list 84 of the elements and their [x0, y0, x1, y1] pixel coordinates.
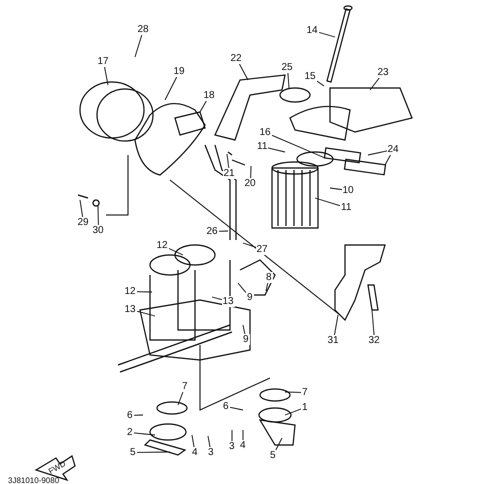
leader-line	[134, 414, 144, 416]
leader-line	[384, 154, 391, 166]
callout-number: 6	[222, 400, 230, 412]
leader-line	[368, 150, 388, 156]
callout-number: 32	[368, 334, 381, 346]
leader-line	[168, 248, 184, 256]
callout-number: 11	[256, 140, 268, 152]
leader-line	[318, 32, 336, 38]
callout-number: 2	[126, 426, 134, 438]
leader-line	[136, 310, 156, 316]
callout-number: 14	[306, 24, 319, 36]
leader-line	[136, 291, 152, 292]
leader-line	[284, 392, 302, 393]
callout-number: 7	[301, 386, 309, 398]
leader-line	[218, 230, 228, 232]
leader-line	[266, 282, 268, 292]
callout-number: 4	[191, 446, 199, 458]
callout-number: 12	[124, 286, 137, 296]
leader-line	[134, 34, 142, 58]
callout-number: 28	[136, 24, 150, 34]
leader-line	[238, 282, 246, 294]
callout-number: 18	[202, 90, 216, 100]
callout-number: 19	[172, 66, 186, 76]
leader-line	[250, 166, 252, 178]
leader-line	[208, 436, 210, 448]
leader-line	[239, 64, 248, 80]
callout-number: 23	[376, 66, 390, 78]
leader-line	[242, 242, 256, 248]
callout-number: 12	[156, 240, 169, 250]
part-number: 3J81010-9080	[8, 476, 60, 484]
callout-number: 8	[265, 272, 273, 282]
leader-line	[212, 296, 222, 300]
leader-line	[98, 204, 99, 226]
leader-line	[275, 438, 282, 450]
callout-number: 29	[76, 216, 90, 228]
callout-number: 11	[340, 202, 352, 212]
callout-number: 16	[258, 126, 272, 138]
callout-number: 1	[301, 402, 309, 412]
callout-number: 31	[326, 334, 340, 346]
callout-number: 27	[256, 244, 269, 254]
callout-number: 24	[386, 144, 400, 154]
leader-line	[284, 408, 302, 416]
leader-line	[136, 452, 170, 453]
callout-number: 5	[269, 450, 277, 460]
callout-number: 7	[181, 380, 189, 392]
callout-number: 22	[230, 52, 243, 64]
callout-number: 13	[222, 296, 235, 306]
callout-number: 20	[244, 178, 257, 188]
leader-line	[226, 154, 230, 168]
leader-line	[80, 200, 84, 218]
callout-number: 21	[222, 168, 236, 178]
callout-number: 25	[280, 62, 294, 72]
leader-line	[268, 147, 286, 152]
callout-number: 9	[242, 334, 250, 344]
leader-line	[272, 134, 326, 158]
leader-line	[316, 80, 324, 86]
leader-line	[242, 324, 246, 334]
leader-line	[104, 66, 108, 86]
leader-line	[230, 406, 244, 410]
callout-number: 3	[228, 440, 236, 452]
callout-number: 3	[207, 446, 215, 458]
fwd-marking: FWD	[46, 459, 68, 476]
callout-number: 10	[342, 184, 355, 196]
callout-number: 5	[129, 446, 137, 458]
leader-line	[200, 100, 207, 112]
callout-number: 6	[126, 410, 134, 420]
callout-number: 26	[206, 226, 219, 236]
leader-line	[134, 432, 156, 436]
leader-line	[370, 78, 380, 90]
callout-number: 13	[124, 304, 137, 314]
callout-number: 9	[246, 292, 254, 302]
callout-number: 15	[304, 70, 317, 82]
leader-line	[334, 314, 338, 336]
leader-line	[330, 188, 342, 190]
leader-line	[287, 72, 290, 88]
leader-line	[164, 76, 178, 100]
leader-line	[242, 430, 244, 440]
callout-number: 17	[96, 56, 110, 66]
leader-line	[314, 198, 340, 206]
callout-number: 4	[239, 440, 247, 450]
leader-line	[372, 310, 374, 336]
callout-number: 30	[92, 224, 105, 236]
leader-line	[178, 392, 184, 406]
leader-line	[192, 434, 194, 448]
